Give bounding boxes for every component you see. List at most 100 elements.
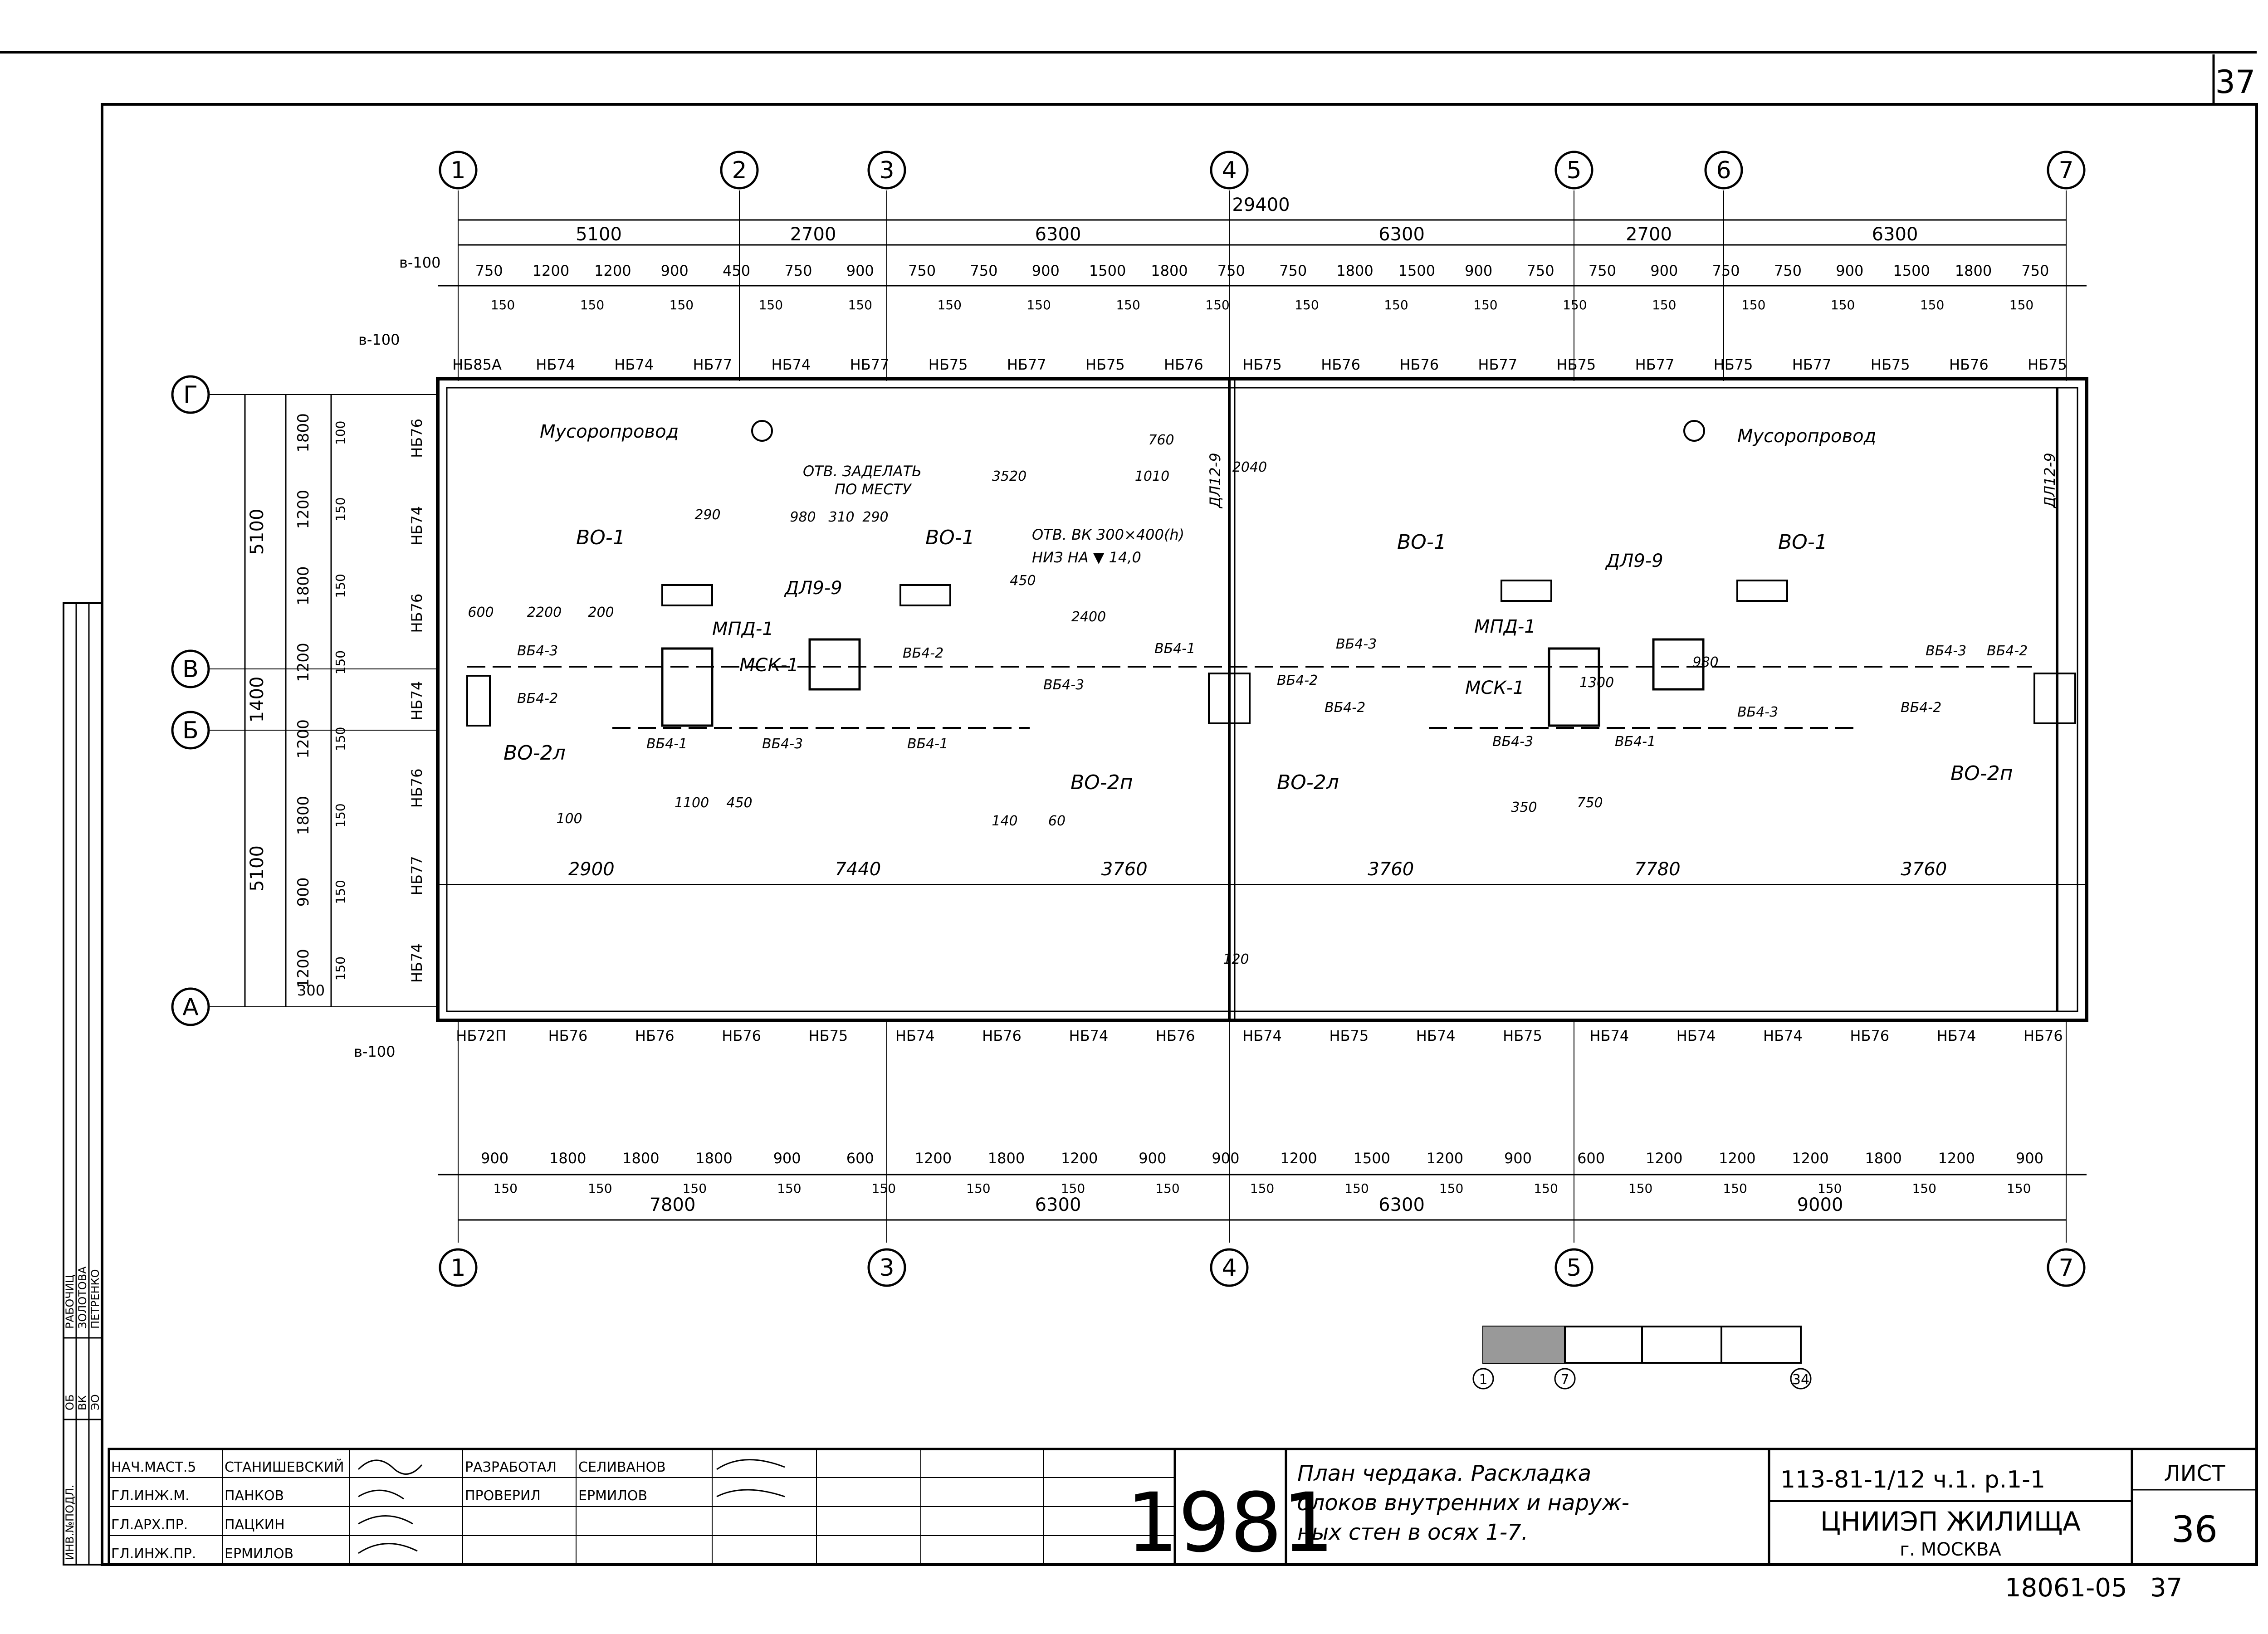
top-panel-4: НБ74 [772, 356, 811, 373]
stamp-role-3: ЭО [89, 1394, 102, 1410]
vb43-label-4: ВБ4-3 [1336, 636, 1377, 652]
top-detail-23: 1500 [1893, 262, 1930, 279]
bottom-panel-9: НБ74 [1242, 1027, 1282, 1044]
vo2l-label-2: ВО-2л [1277, 771, 1339, 794]
bottom-detail-3: 1800 [695, 1150, 732, 1167]
vb43-label-7: ВБ4-3 [1926, 643, 1966, 659]
misc-dim-15: 450 [726, 795, 752, 811]
vb41-label-1: ВБ4-1 [646, 736, 687, 752]
bottom-sub-8: 150 [1250, 1181, 1274, 1196]
bottom-detail-17: 1200 [1719, 1150, 1755, 1167]
bottom-sub-10: 150 [1439, 1181, 1463, 1196]
axis-bottom-3: 3 [879, 1254, 894, 1282]
bottom-sub-15: 150 [1912, 1181, 1936, 1196]
bottom-sub-11: 150 [1534, 1181, 1558, 1196]
seal-in-place-label: ПО МЕСТУ [835, 481, 912, 498]
stamp-name-2: ЗОЛОТОВА [76, 1266, 89, 1329]
top-panel-11: НБ76 [1321, 356, 1360, 373]
axis-bottom-1-circle [439, 1248, 478, 1287]
bottom-span-1: 6300 [1035, 1195, 1081, 1215]
top-detail-4: 450 [723, 262, 750, 279]
bottom-panel-10: НБ75 [1329, 1027, 1369, 1044]
misc-dim-19: 350 [1511, 800, 1537, 815]
axis-bottom-1: 1 [450, 1254, 465, 1282]
name-3: ПАЦКИН [225, 1517, 285, 1533]
bottom-sub-16: 150 [2007, 1181, 2031, 1196]
axis-top-4: 4 [1222, 157, 1237, 184]
top-detail-13: 750 [1279, 262, 1307, 279]
vb43-label-5: ВБ4-3 [1492, 734, 1533, 750]
run-3: 3760 [1368, 859, 1414, 880]
scale-mark-3: 34 [1792, 1372, 1809, 1388]
bottom-detail-4: 900 [773, 1150, 801, 1167]
title-block: НАЧ.МАСТ.5 ГЛ.ИНЖ.М. ГЛ.АРХ.ПР. ГЛ.ИНЖ.П… [108, 1448, 2258, 1571]
run-2: 3760 [1101, 859, 1148, 880]
title-line-2: блоков внутренних и наруж- [1297, 1490, 1629, 1516]
top-detail-11: 1800 [1151, 262, 1188, 279]
top-sub-4: 150 [848, 298, 872, 312]
bottom-panel-7: НБ74 [1069, 1027, 1109, 1044]
dimension-lines: в-100 29400 300 в-100 в-100 [244, 195, 2087, 1221]
vent-bottom-label: НИЗ НА ▼ 14,0 [1032, 549, 1141, 566]
dl9-label-2: ДЛ9-9 [1605, 551, 1663, 571]
top-panel-2: НБ74 [614, 356, 654, 373]
misc-dim-22: 980 [1692, 654, 1718, 670]
run-1: 7440 [835, 859, 881, 880]
top-sub-16: 150 [1920, 298, 1944, 312]
top-sub-0: 150 [491, 298, 515, 312]
bottom-panel-14: НБ74 [1677, 1027, 1716, 1044]
top-panel-12: НБ76 [1399, 356, 1439, 373]
bottom-detail-12: 1500 [1353, 1150, 1390, 1167]
top-detail-0: 750 [475, 262, 503, 279]
vb43-label-1: ВБ4-3 [517, 643, 558, 659]
axis-top-2: 2 [732, 157, 747, 184]
bottom-detail-6: 1200 [915, 1150, 952, 1167]
bottom-detail-5: 600 [846, 1150, 874, 1167]
top-detail-10: 1500 [1089, 262, 1126, 279]
axis-top-6: 6 [1716, 157, 1731, 184]
top-detail-9: 900 [1032, 262, 1060, 279]
bottom-span-2: 6300 [1378, 1195, 1425, 1215]
misc-dim-18: 60 [1048, 813, 1066, 829]
top-detail-25: 750 [2021, 262, 2049, 279]
name-4: ЕРМИЛОВ [225, 1546, 293, 1562]
bottom-panel-6: НБ76 [982, 1027, 1022, 1044]
top-detail-6: 900 [846, 262, 874, 279]
misc-dim-8: 760 [1148, 432, 1174, 448]
vo2p-label-1: ВО-2п [1070, 771, 1133, 794]
misc-dim-21: 1300 [1579, 675, 1614, 691]
role2-2: ПРОВЕРИЛ [465, 1488, 541, 1504]
vb42-label-2: ВБ4-2 [903, 645, 943, 661]
top-detail-24: 1800 [1955, 262, 1992, 279]
bottom-panel-1: НБ76 [548, 1027, 588, 1044]
bottom-detail-15: 600 [1577, 1150, 1605, 1167]
vo2p-label-2: ВО-2п [1950, 762, 2013, 785]
name-2: ПАНКОВ [225, 1488, 284, 1504]
top-panel-20: НБ75 [2028, 356, 2067, 373]
top-span-5: 6300 [1872, 224, 1918, 245]
left-big-1: 1400 [247, 677, 268, 723]
vo1-label-3: ВО-1 [1397, 531, 1447, 554]
top-detail-20: 750 [1712, 262, 1740, 279]
top-detail-2: 1200 [594, 262, 631, 279]
bottom-panel-8: НБ76 [1156, 1027, 1195, 1044]
vb42-label-4: ВБ4-2 [1325, 700, 1365, 716]
top-panel-8: НБ75 [1085, 356, 1125, 373]
garbage-chute-label-right: Мусоропровод [1737, 426, 1876, 447]
bottom-detail-9: 900 [1139, 1150, 1166, 1167]
left-top-offset-label: в-100 [358, 331, 400, 348]
left-small-5: 150 [333, 803, 348, 827]
axis-bottom-4: 4 [1222, 1254, 1237, 1282]
archive-page: 37 [2150, 1573, 2182, 1603]
top-panel-5: НБ77 [850, 356, 890, 373]
